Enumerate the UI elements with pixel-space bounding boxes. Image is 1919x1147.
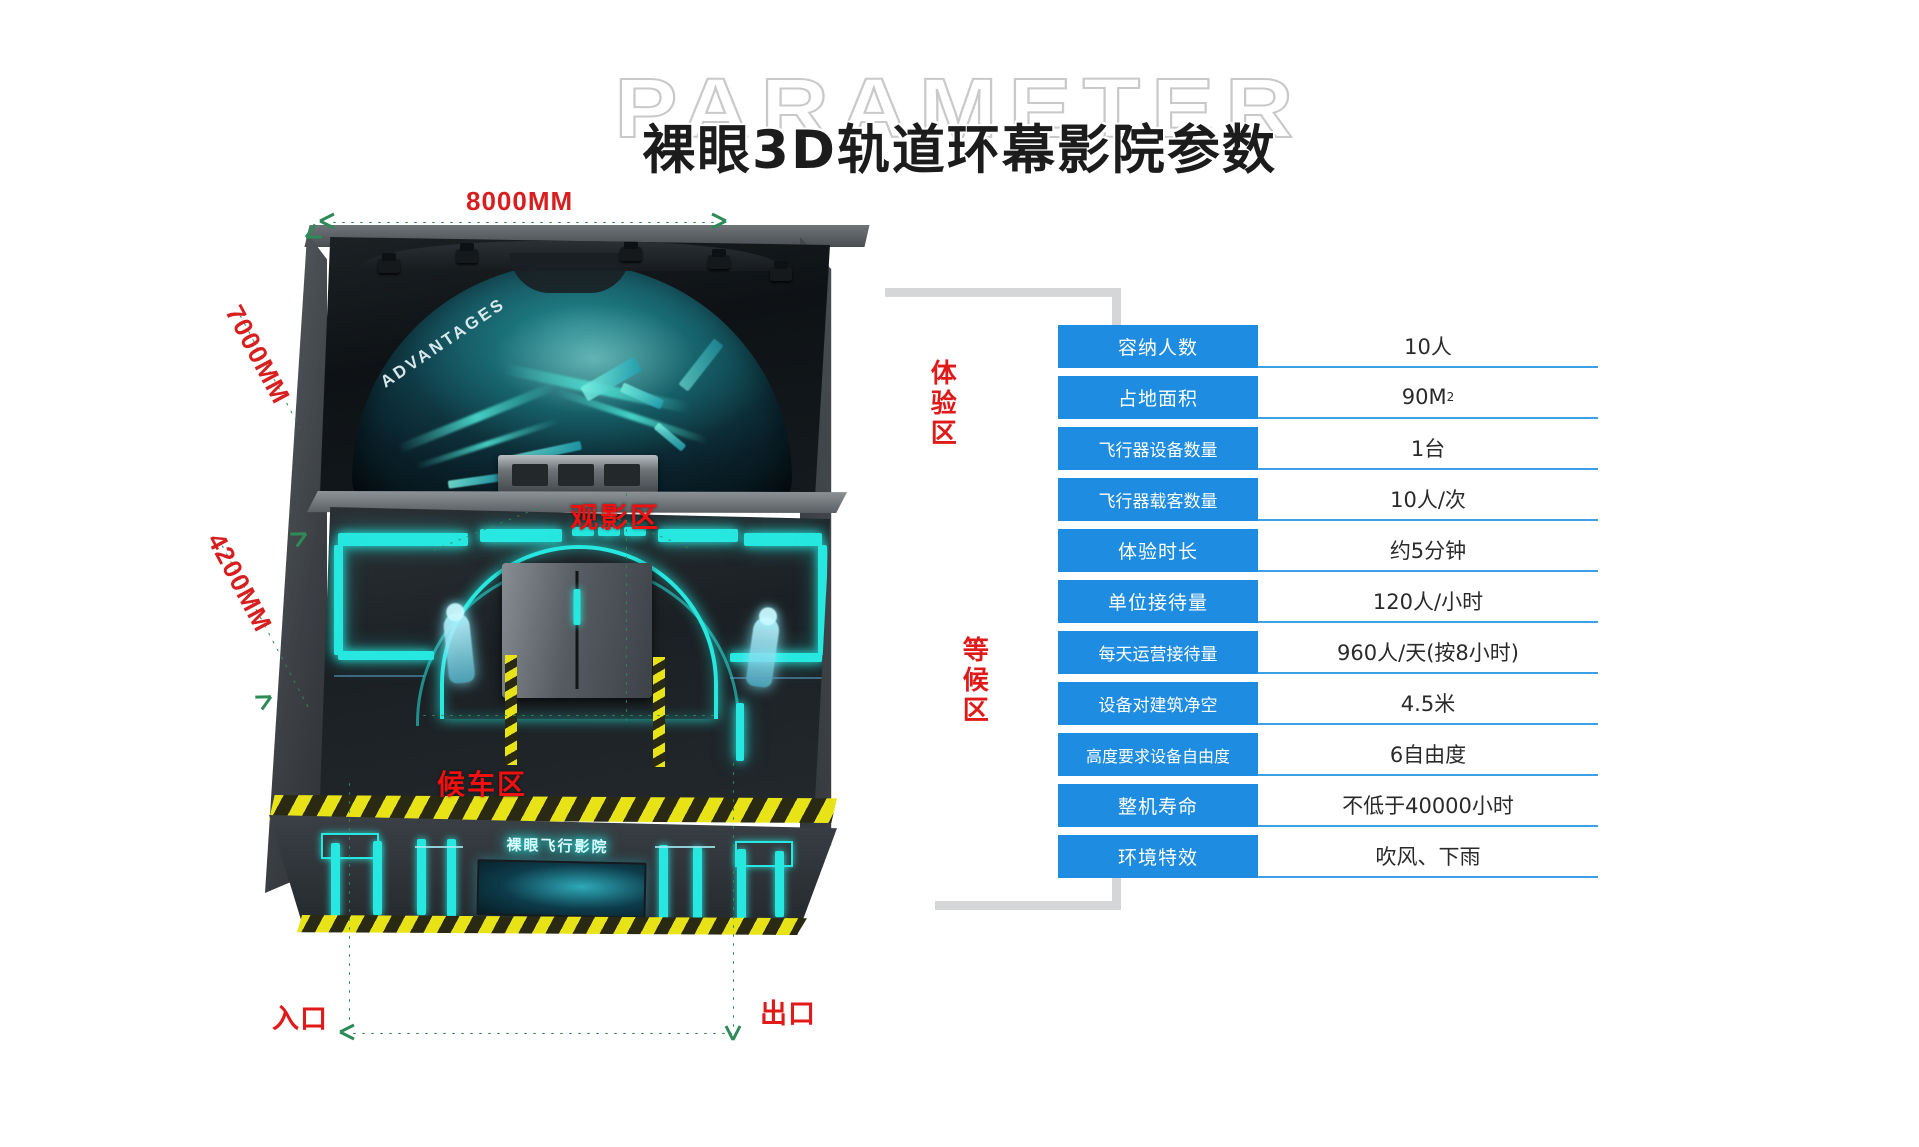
dome-screen-text: ADVANTAGES bbox=[376, 293, 510, 392]
dim-line-entrance-exit bbox=[350, 1030, 732, 1034]
building-left-wall bbox=[265, 233, 327, 893]
spec-key: 单位接待量 bbox=[1058, 580, 1258, 623]
spotlight-icon bbox=[620, 241, 642, 261]
dim-arrow-exit bbox=[724, 1025, 742, 1041]
title-watermark-text: PARAMETER bbox=[614, 60, 1305, 156]
spec-value: 不低于40000小时 bbox=[1258, 784, 1598, 827]
page-title: 裸眼3D轨道环幕影院参数 bbox=[642, 120, 1277, 181]
table-row: 设备对建筑净空 4.5米 bbox=[1058, 682, 1598, 725]
spec-value: 10人/次 bbox=[1258, 478, 1598, 521]
waiting-room-interior bbox=[320, 507, 830, 807]
table-row: 体验时长 约5分钟 bbox=[1058, 529, 1598, 572]
viewing-platform bbox=[498, 455, 658, 493]
dim-arrow-right bbox=[711, 212, 727, 230]
spec-value: 约5分钟 bbox=[1258, 529, 1598, 572]
spec-value: 6自由度 bbox=[1258, 733, 1598, 776]
dim-arrow-height-bottom bbox=[255, 695, 273, 711]
spec-value-text: 90M bbox=[1401, 384, 1447, 409]
table-row: 每天运营接待量 960人/天(按8小时) bbox=[1058, 631, 1598, 674]
guide-line-floor bbox=[420, 712, 720, 716]
ceiling-rig bbox=[510, 253, 630, 293]
spec-key: 环境特效 bbox=[1058, 835, 1258, 878]
connector-bottom-horizontal bbox=[935, 901, 1121, 910]
spotlight-icon bbox=[708, 249, 730, 269]
dim-line-width bbox=[330, 219, 720, 223]
facade-hazard-band-bottom bbox=[297, 915, 807, 935]
spec-key: 整机寿命 bbox=[1058, 784, 1258, 827]
spec-value-superscript: 2 bbox=[1446, 389, 1455, 404]
table-row: 环境特效 吹风、下雨 bbox=[1058, 835, 1598, 878]
dim-arrow-depth-top bbox=[304, 223, 322, 239]
spec-value: 吹风、下雨 bbox=[1258, 835, 1598, 878]
vehicle-indicator-light bbox=[573, 589, 581, 625]
hazard-stripe bbox=[505, 655, 517, 765]
page-title-block: PARAMETER 裸眼3D轨道环幕影院参数 bbox=[0, 60, 1919, 190]
table-row: 飞行器载客数量 10人/次 bbox=[1058, 478, 1598, 521]
spec-value: 120人/小时 bbox=[1258, 580, 1598, 623]
spotlight-icon bbox=[378, 253, 400, 273]
spec-key: 设备对建筑净空 bbox=[1058, 682, 1258, 725]
table-row: 单位接待量 120人/小时 bbox=[1058, 580, 1598, 623]
facade-sign-text: 裸眼飞行影院 bbox=[506, 836, 609, 857]
dim-arrow-left bbox=[319, 212, 335, 230]
building-facade: 裸眼飞行影院 bbox=[269, 815, 837, 935]
spec-key: 飞行器设备数量 bbox=[1058, 427, 1258, 470]
label-exit: 出口 bbox=[760, 999, 816, 1029]
spec-value: 4.5米 bbox=[1258, 682, 1598, 725]
spec-key: 体验时长 bbox=[1058, 529, 1258, 572]
table-row: 整机寿命 不低于40000小时 bbox=[1058, 784, 1598, 827]
spotlight-icon bbox=[456, 243, 478, 263]
spec-key: 高度要求设备自由度 bbox=[1058, 733, 1258, 776]
connector-bottom-vertical bbox=[1112, 858, 1121, 910]
guide-line-center bbox=[623, 490, 627, 722]
cinema-3d-illustration: ADVANTAGES bbox=[245, 215, 985, 985]
spec-key: 每天运营接待量 bbox=[1058, 631, 1258, 674]
spec-key: 飞行器载客数量 bbox=[1058, 478, 1258, 521]
facade-panel-right bbox=[735, 841, 793, 867]
label-boarding-area: 候车区 bbox=[437, 769, 528, 800]
spec-value: 1台 bbox=[1258, 427, 1598, 470]
dim-label-width: 8000MM bbox=[466, 186, 574, 216]
spec-key: 容纳人数 bbox=[1058, 325, 1258, 368]
spec-key: 占地面积 bbox=[1058, 376, 1258, 419]
facade-display-screen bbox=[476, 859, 647, 919]
table-row: 容纳人数 10人 bbox=[1058, 325, 1598, 368]
flight-vehicle bbox=[502, 563, 652, 698]
spec-value: 960人/天(按8小时) bbox=[1258, 631, 1598, 674]
label-experience-zone: 体验区 bbox=[927, 359, 958, 449]
dim-line-entrance-vertical bbox=[346, 780, 350, 1030]
table-row: 飞行器设备数量 1台 bbox=[1058, 427, 1598, 470]
label-entrance: 入口 bbox=[272, 1004, 328, 1034]
dim-line-exit-vertical bbox=[730, 760, 734, 1030]
connector-top-vertical bbox=[1112, 288, 1121, 342]
table-row: 高度要求设备自由度 6自由度 bbox=[1058, 733, 1598, 776]
dim-arrow-entrance bbox=[339, 1023, 355, 1041]
facade-panel-left bbox=[321, 833, 379, 859]
spotlight-icon bbox=[770, 261, 792, 281]
experience-room-interior: ADVANTAGES bbox=[320, 237, 830, 502]
dim-arrow-depth-bottom bbox=[290, 532, 308, 548]
spec-value: 10人 bbox=[1258, 325, 1598, 368]
connector-top-horizontal bbox=[885, 288, 1121, 297]
label-waiting-zone: 等候区 bbox=[959, 636, 990, 726]
